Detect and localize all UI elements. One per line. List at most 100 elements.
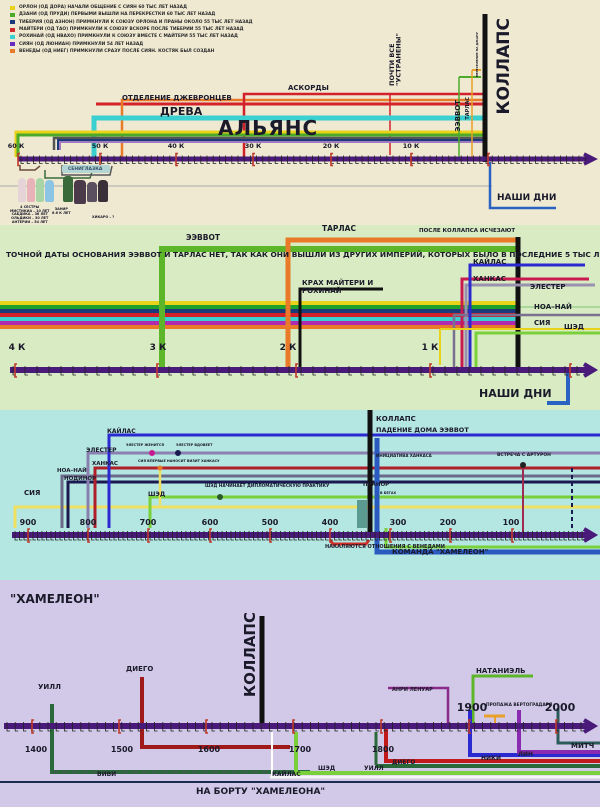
axis-tick	[287, 155, 291, 164]
axis-tick	[448, 155, 452, 164]
line-henri-lenoir	[388, 686, 450, 724]
axis-tick	[293, 722, 297, 732]
axis-major-tick	[14, 363, 17, 378]
axis-major-tick	[209, 528, 212, 543]
axis-tick	[423, 155, 427, 164]
section-alliance-era: ОРЛОН (ОД ДОРА) НАЧАЛИ ОБЩЕНИЕ С СИЯН 60…	[0, 0, 600, 225]
axis-tick	[449, 722, 453, 732]
axis-tick	[154, 722, 158, 732]
axis-tick	[516, 155, 520, 164]
tick-label: 2000	[545, 701, 576, 714]
axis-tick	[318, 155, 322, 164]
axis-tick	[482, 722, 486, 732]
axis-tick	[535, 155, 539, 164]
axis-tick	[361, 531, 365, 541]
axis-tick	[158, 531, 162, 541]
axis-tick	[568, 531, 572, 541]
label-will-2: УИЛЛ	[364, 765, 384, 772]
axis-tick	[14, 722, 19, 732]
label-after-collapse: ПОСЛЕ КОЛЛАПСА ИСЧЕЗАЮТ	[419, 228, 516, 234]
axis-tick	[324, 366, 328, 376]
line-noa-nai	[60, 474, 600, 528]
tick-label: 700	[140, 518, 157, 527]
axis-major-tick	[329, 528, 332, 543]
axis-tick	[64, 722, 68, 732]
axis-tick	[383, 722, 388, 732]
axis-tick	[95, 531, 99, 541]
axis-tick	[532, 531, 536, 541]
axis-tick	[401, 531, 405, 541]
axis-tick	[487, 531, 491, 541]
label-jana-resettle: ПЕРЕСЕЛЕНИЕ НА ДЖАНУ	[475, 32, 479, 78]
axis-tick	[324, 155, 328, 164]
legend-item: ТИБЕРИЯ (ОД АЗНОН) ПРИМКНУЛИ К СОЮЗУ ОРЛ…	[10, 19, 253, 26]
axis-major-tick	[569, 363, 572, 378]
axis-tick	[219, 722, 224, 732]
label-shed: ШЭД	[148, 491, 166, 498]
label-meeting-arturon: ВСТРЕЧА С АРТУРОН	[497, 453, 551, 458]
axis-tick	[572, 722, 576, 732]
axis-tick	[256, 155, 260, 164]
axis-tick	[284, 531, 288, 541]
axis-major-tick	[87, 528, 90, 543]
axis-tick	[479, 155, 483, 164]
axis-tick	[57, 155, 62, 164]
axis-tick	[374, 531, 378, 541]
label-today: НАШИ ДНИ	[479, 387, 552, 400]
line-eevvot	[159, 246, 518, 367]
axis-tick	[55, 722, 60, 732]
axis-tick	[192, 366, 196, 376]
legend-text: МАЙТЕРИ (ОД ТАО) ПРИМКНУЛИ К СОЮЗУ ВСКОР…	[19, 27, 244, 33]
label-jevron-separation: ОТДЕЛЕНИЕ ДЖЕВРОНЦЕВ	[122, 94, 232, 102]
axis-tick	[415, 531, 419, 541]
character-figure	[87, 182, 97, 202]
axis-tick	[302, 531, 306, 541]
tick-label: 800	[80, 518, 97, 527]
legend-item: ВЕНЕДЫ (ОД НИЕГ) ПРИМКНУЛИ СРАЗУ ПОСЛЕ С…	[10, 48, 253, 55]
axis-tick	[266, 531, 270, 541]
axis-tick	[50, 531, 54, 541]
legend-swatch	[10, 12, 15, 17]
label-sisters: 4 СЕСТРЫ МИСТИКИА – 10 ЛЕТ САБДИКА – 36 …	[10, 205, 50, 224]
axis-tick	[347, 531, 351, 541]
character-figure	[63, 176, 73, 202]
axis-tick	[219, 155, 223, 164]
axis-tick	[576, 366, 580, 376]
axis-tick	[262, 155, 266, 164]
axis-tick	[336, 366, 340, 376]
legend-item: СИЯН (ОД ЛЮНИАН) ПРИМКНУЛИ 54 ЛЕТ НАЗАД	[10, 40, 253, 47]
axis-tick	[19, 531, 23, 541]
axis-tick	[419, 531, 423, 541]
line-hankas	[93, 466, 600, 528]
label-elester-marries: ЭЛЕСТЕР ЖЕНИТСЯ	[126, 443, 164, 447]
line-today	[547, 373, 570, 405]
axis-tick	[343, 531, 347, 541]
axis-arrow	[582, 718, 599, 734]
axis-tick	[88, 722, 92, 732]
legend-item: РОХИНАЙ (ОД НВАХО) ПРИМКНУЛИ К СОЮЗУ ВМЕ…	[10, 33, 253, 40]
label-collapse: КОЛЛАПС	[241, 612, 259, 698]
event-dot-elester-widowed	[175, 450, 181, 456]
tick-label: 4 К	[9, 343, 26, 353]
axis-tick	[226, 531, 230, 541]
axis-tick	[274, 155, 279, 164]
legend-text: РОХИНАЙ (ОД НВАХО) ПРИМКНУЛИ К СОЮЗУ ВМЕ…	[19, 34, 238, 40]
character-figure	[98, 180, 108, 202]
axis-tick	[522, 155, 527, 164]
axis-tick	[137, 722, 142, 732]
axis-tick	[498, 155, 502, 164]
axis-tick	[352, 531, 356, 541]
axis-tick	[348, 366, 352, 376]
axis-major-tick	[269, 528, 272, 543]
axis-tick	[300, 366, 304, 376]
axis-tick	[528, 366, 532, 376]
tick-label: 40 К	[168, 142, 185, 150]
axis-tick	[101, 155, 105, 164]
tick-label: 200	[440, 518, 457, 527]
line-crash	[298, 287, 383, 367]
label-tarlas: ТАРЛАС	[465, 97, 471, 120]
axis-tick	[262, 531, 266, 541]
axis-tick	[104, 531, 108, 541]
axis-tick	[310, 722, 314, 732]
